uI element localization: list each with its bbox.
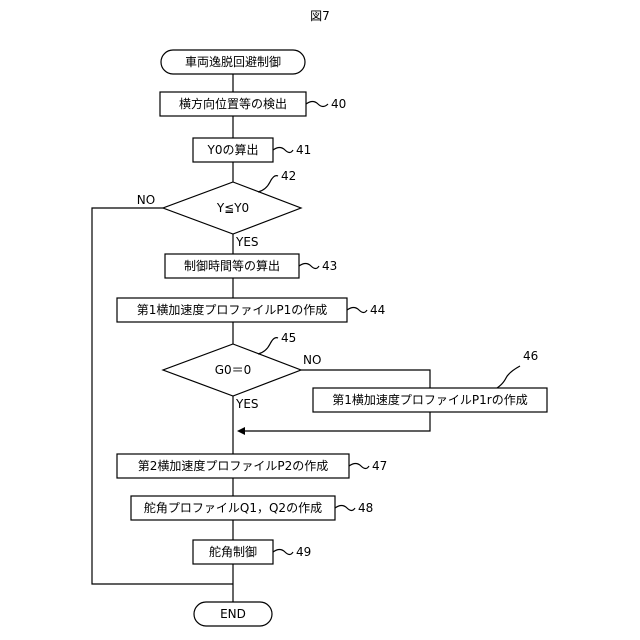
decision-45-label: G0＝0 <box>215 363 252 377</box>
step-46-label: 第1横加速度プロファイルP1rの作成 <box>332 392 527 407</box>
step-46-leader <box>497 366 520 388</box>
end-terminal: END <box>194 602 272 626</box>
step-41: Y0の算出 41 <box>193 138 311 162</box>
start-label: 車両逸脱回避制御 <box>185 54 281 69</box>
ref-49: 49 <box>296 545 311 559</box>
step-43-leader <box>299 264 319 269</box>
ref-44: 44 <box>370 303 385 317</box>
edge-45-no <box>301 370 430 388</box>
decision-45-yes: YES <box>235 397 259 411</box>
step-49-leader <box>273 550 293 555</box>
step-47-leader <box>349 464 369 469</box>
decision-42-leader <box>258 176 278 192</box>
ref-42: 42 <box>281 169 296 183</box>
ref-41: 41 <box>296 143 311 157</box>
decision-45: G0＝0 45 NO YES <box>163 331 321 411</box>
ref-46: 46 <box>523 349 538 363</box>
edge-46-merge <box>241 412 430 431</box>
figure-title: 図7 <box>310 9 330 23</box>
ref-45: 45 <box>281 331 296 345</box>
ref-40: 40 <box>331 97 346 111</box>
step-48: 舵角プロファイルQ1，Q2の作成 48 <box>131 496 373 520</box>
step-40-leader <box>306 102 328 107</box>
end-label: END <box>220 607 246 621</box>
step-40: 横方向位置等の検出 40 <box>160 92 346 116</box>
step-43: 制御時間等の算出 43 <box>165 254 337 278</box>
start-terminal: 車両逸脱回避制御 <box>161 50 305 74</box>
step-47-label: 第2横加速度プロファイルP2の作成 <box>138 458 329 473</box>
step-47: 第2横加速度プロファイルP2の作成 47 <box>117 454 387 478</box>
step-44-leader <box>347 308 367 313</box>
decision-42: Y≦Y0 42 NO YES <box>137 169 301 249</box>
decision-42-no: NO <box>137 193 155 207</box>
step-41-leader <box>273 148 293 153</box>
step-49: 舵角制御 49 <box>193 540 311 564</box>
step-49-label: 舵角制御 <box>209 544 257 559</box>
decision-45-leader <box>258 338 278 354</box>
decision-45-no: NO <box>303 353 321 367</box>
step-41-label: Y0の算出 <box>207 142 259 157</box>
ref-43: 43 <box>322 259 337 273</box>
decision-42-label: Y≦Y0 <box>216 201 249 215</box>
step-44: 第1横加速度プロファイルP1の作成 44 <box>117 298 385 322</box>
step-43-label: 制御時間等の算出 <box>184 258 280 273</box>
step-48-leader <box>335 506 355 511</box>
ref-48: 48 <box>358 501 373 515</box>
decision-42-yes: YES <box>235 235 259 249</box>
step-40-label: 横方向位置等の検出 <box>179 96 287 111</box>
step-44-label: 第1横加速度プロファイルP1の作成 <box>137 302 328 317</box>
step-48-label: 舵角プロファイルQ1，Q2の作成 <box>144 500 322 515</box>
ref-47: 47 <box>372 459 387 473</box>
